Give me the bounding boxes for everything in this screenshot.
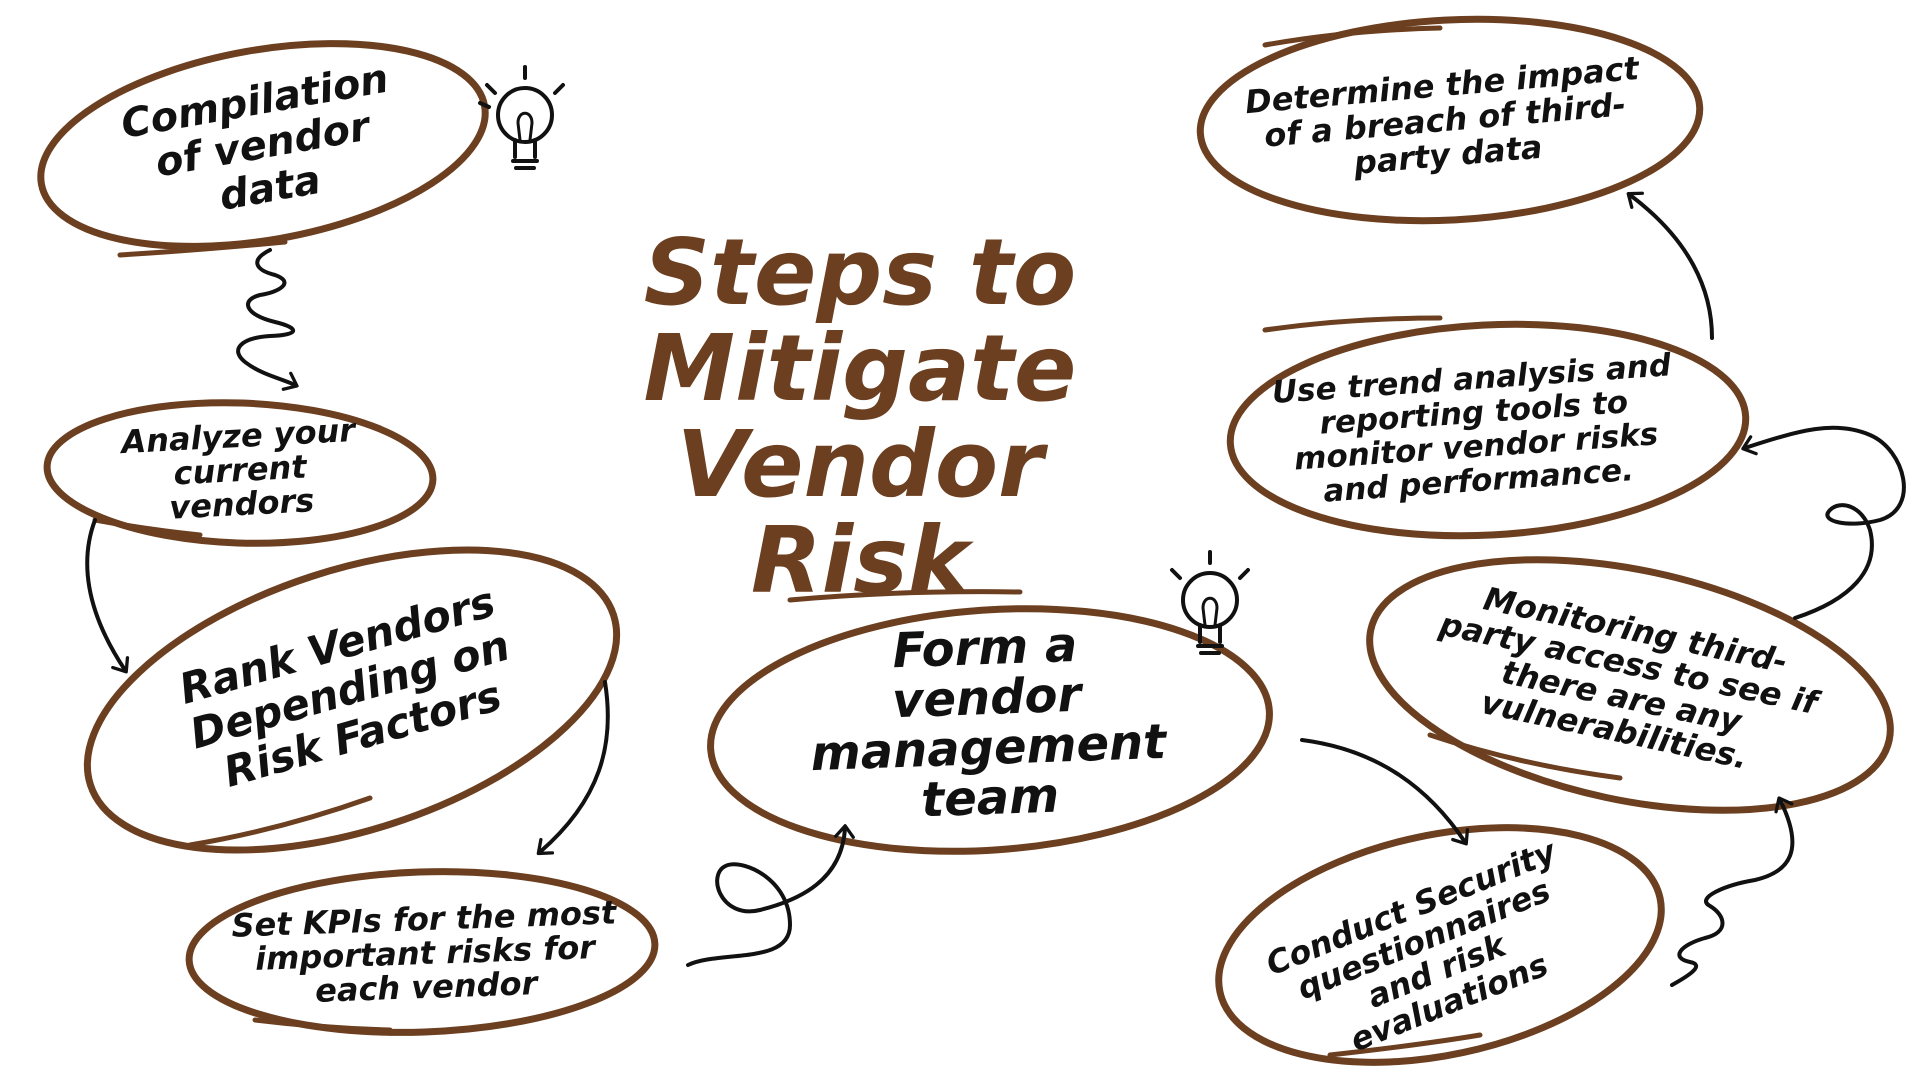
ellipse-monitoring bbox=[1366, 556, 1894, 814]
node-form-team: Form a vendor management team bbox=[792, 616, 1183, 828]
node-trend: Use trend analysis and reporting tools t… bbox=[1255, 340, 1694, 520]
ellipse-kpis bbox=[185, 868, 659, 1036]
lightbulb-icon bbox=[1170, 550, 1250, 655]
node-analyze: Analyze your current vendors bbox=[97, 403, 383, 537]
arrow-analyze-to-rank bbox=[85, 518, 130, 674]
arrow-compilation-to-analyze bbox=[236, 248, 299, 391]
title-line-1: Steps to Mitigate bbox=[643, 219, 1077, 422]
diagram-title: Steps to Mitigate Vendor Risk bbox=[445, 225, 1275, 609]
node-kpis: Set KPIs for the most important risks fo… bbox=[208, 888, 642, 1018]
ellipse-analyze bbox=[43, 399, 437, 547]
node-label: Analyze your current vendors bbox=[120, 410, 356, 527]
title-line-2: Vendor bbox=[676, 411, 1044, 518]
arrow-rank-to-kpis bbox=[536, 680, 610, 856]
ellipse-impact bbox=[1196, 15, 1704, 225]
arrow-trend-to-impact bbox=[1626, 191, 1714, 340]
arrow-monitoring-to-trend bbox=[1741, 425, 1906, 620]
node-label: Use trend analysis and reporting tools t… bbox=[1270, 347, 1673, 510]
arrow-form-team-to-security bbox=[1300, 738, 1470, 846]
title-line-3: Risk bbox=[750, 507, 970, 614]
node-label: Form a vendor management team bbox=[809, 616, 1168, 828]
ellipse-security bbox=[1215, 824, 1665, 1066]
ellipse-form-team bbox=[707, 589, 1273, 855]
ellipse-rank bbox=[83, 546, 621, 854]
node-label: Set KPIs for the most important risks fo… bbox=[230, 892, 617, 1010]
ellipse-trend bbox=[1226, 315, 1750, 540]
lightbulb-icon bbox=[478, 65, 565, 170]
arrow-kpis-to-form-team bbox=[686, 824, 855, 967]
arrow-security-to-monitoring bbox=[1670, 796, 1795, 987]
